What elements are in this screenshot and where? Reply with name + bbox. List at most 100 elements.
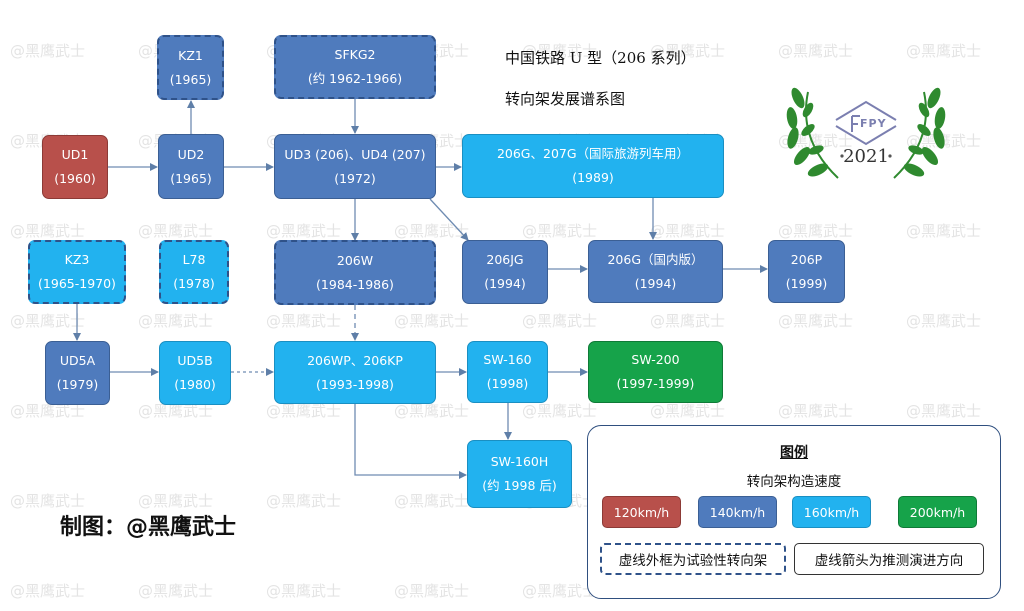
legend-title: 图例	[780, 445, 808, 461]
maker-credit: 制图：@黑鹰武士	[60, 515, 237, 540]
node-206g-207g-year: (1989)	[572, 170, 614, 185]
watermark-text: @黑鹰武士	[650, 222, 726, 240]
legend-note-dashed-box: 虚线外框为试验性转向架	[600, 543, 786, 575]
node-206g-domestic-name: 206G（国内版）	[607, 251, 704, 267]
logo-year: 2021	[843, 146, 889, 167]
node-206g-domestic: 206G（国内版） (1994)	[588, 240, 723, 303]
legend-note-dashed-arrow: 虚线箭头为推测演进方向	[794, 543, 984, 575]
node-ud5a-name: UD5A	[59, 353, 96, 369]
node-206p-year: (1999)	[785, 275, 828, 291]
legend-panel: 图例 转向架构造速度 120km/h 140km/h 160km/h 200km…	[587, 425, 1001, 599]
node-sw160h-year: (约 1998 后)	[482, 478, 557, 493]
watermark-text: @黑鹰武士	[522, 42, 598, 60]
node-sw200-name: SW-200	[631, 352, 680, 368]
logo-emblem: FPY 2021	[778, 70, 954, 186]
node-l78-year: (1978)	[173, 276, 215, 291]
diagram-title-line2: 转向架发展谱系图	[505, 90, 626, 108]
watermark-text: @黑鹰武士	[394, 402, 470, 420]
node-206jg-name: 206JG	[486, 252, 524, 268]
watermark-text: @黑鹰武士	[138, 222, 214, 240]
watermark-text: @黑鹰武士	[906, 402, 982, 420]
node-sw160h-name: SW-160H	[490, 454, 549, 470]
node-ud5a-year: (1979)	[56, 377, 99, 392]
node-206g-domestic-year: (1994)	[634, 275, 677, 291]
node-ud2: UD2 (1965)	[158, 134, 224, 199]
node-kz1-name: KZ1	[178, 47, 203, 63]
diagram-title-line1: 中国铁路 U 型（206 系列）	[505, 49, 696, 67]
node-sfkg2-year: (约 1962-1966)	[307, 71, 403, 86]
watermark-text: @黑鹰武士	[906, 42, 982, 60]
node-206jg-year: (1994)	[484, 276, 526, 291]
node-206wp-206kp: 206WP、206KP (1993-1998)	[274, 341, 436, 404]
node-kz1-year: (1965)	[169, 71, 212, 87]
watermark-text: @黑鹰武士	[138, 582, 214, 600]
watermark-text: @黑鹰武士	[394, 312, 470, 330]
laurel-wreath-icon	[786, 87, 946, 179]
watermark-text: @黑鹰武士	[266, 222, 342, 240]
watermark-text: @黑鹰武士	[138, 312, 214, 330]
node-kz3: KZ3 (1965-1970)	[28, 240, 126, 304]
watermark-text: @黑鹰武士	[650, 402, 726, 420]
node-206p: 206P (1999)	[768, 240, 845, 303]
watermark-text: @黑鹰武士	[650, 42, 726, 60]
watermark-text: @黑鹰武士	[906, 312, 982, 330]
arrow-206wp-sw160h	[354, 404, 467, 479]
node-ud3-year: (1972)	[334, 170, 376, 186]
node-206w-name: 206W	[336, 252, 374, 268]
logo-letters: FPY	[860, 117, 887, 130]
node-l78: L78 (1978)	[159, 240, 229, 304]
node-206wp-year: (1993-1998)	[316, 376, 394, 392]
node-ud3-ud4: UD3 (206)、UD4 (207) (1972)	[274, 134, 436, 199]
node-206jg: 206JG (1994)	[462, 240, 548, 304]
watermark-text: @黑鹰武士	[10, 492, 86, 510]
watermark-text: @黑鹰武士	[778, 312, 854, 330]
node-206wp-name: 206WP、206KP	[307, 352, 403, 368]
watermark-text: @黑鹰武士	[10, 312, 86, 330]
node-206w-year: (1984-1986)	[316, 276, 394, 292]
node-sw200: SW-200 (1997-1999)	[588, 341, 723, 403]
node-sw160-name: SW-160	[483, 352, 532, 368]
watermark-text: @黑鹰武士	[394, 492, 470, 510]
watermark-text: @黑鹰武士	[266, 402, 342, 420]
node-ud2-name: UD2	[177, 146, 205, 162]
legend-160: 160km/h	[792, 496, 871, 528]
watermark-text: @黑鹰武士	[266, 582, 342, 600]
watermark-text: @黑鹰武士	[906, 222, 982, 240]
arrow-ud3-206jg	[429, 198, 469, 241]
watermark-text: @黑鹰武士	[778, 222, 854, 240]
watermark-text: @黑鹰武士	[10, 222, 86, 240]
node-sw160: SW-160 (1998)	[467, 341, 548, 403]
node-ud1: UD1 (1960)	[42, 135, 108, 199]
watermark-text: @黑鹰武士	[10, 402, 86, 420]
watermark-text: @黑鹰武士	[522, 222, 598, 240]
node-ud5b-name: UD5B	[177, 353, 213, 369]
watermark-text: @黑鹰武士	[138, 492, 214, 510]
watermark-text: @黑鹰武士	[650, 312, 726, 330]
node-ud5a: UD5A (1979)	[45, 341, 110, 405]
node-206p-name: 206P	[790, 251, 823, 267]
node-l78-name: L78	[182, 252, 206, 268]
watermark-text: @黑鹰武士	[394, 582, 470, 600]
node-kz3-year: (1965-1970)	[38, 276, 116, 291]
node-kz3-name: KZ3	[64, 252, 90, 268]
node-ud2-year: (1965)	[170, 170, 212, 186]
node-ud5b: UD5B (1980)	[159, 341, 231, 405]
watermark-text: @黑鹰武士	[522, 402, 598, 420]
watermark-text: @黑鹰武士	[10, 42, 86, 60]
watermark-text: @黑鹰武士	[778, 42, 854, 60]
watermark-text: @黑鹰武士	[522, 582, 598, 600]
node-sw160h: SW-160H (约 1998 后)	[467, 440, 572, 508]
node-ud5b-year: (1980)	[174, 377, 216, 392]
legend-120: 120km/h	[602, 496, 681, 528]
watermark-text: @黑鹰武士	[394, 222, 470, 240]
watermark-text: @黑鹰武士	[266, 492, 342, 510]
watermark-text: @黑鹰武士	[10, 582, 86, 600]
node-ud3-name: UD3 (206)、UD4 (207)	[284, 146, 426, 162]
legend-140: 140km/h	[698, 496, 777, 528]
node-206g-207g-name: 206G、207G（国际旅游列车用）	[496, 146, 690, 162]
node-kz1: KZ1 (1965)	[157, 35, 224, 100]
legend-200: 200km/h	[898, 496, 977, 528]
watermark-text: @黑鹰武士	[266, 312, 342, 330]
node-sw200-year: (1997-1999)	[616, 376, 695, 391]
